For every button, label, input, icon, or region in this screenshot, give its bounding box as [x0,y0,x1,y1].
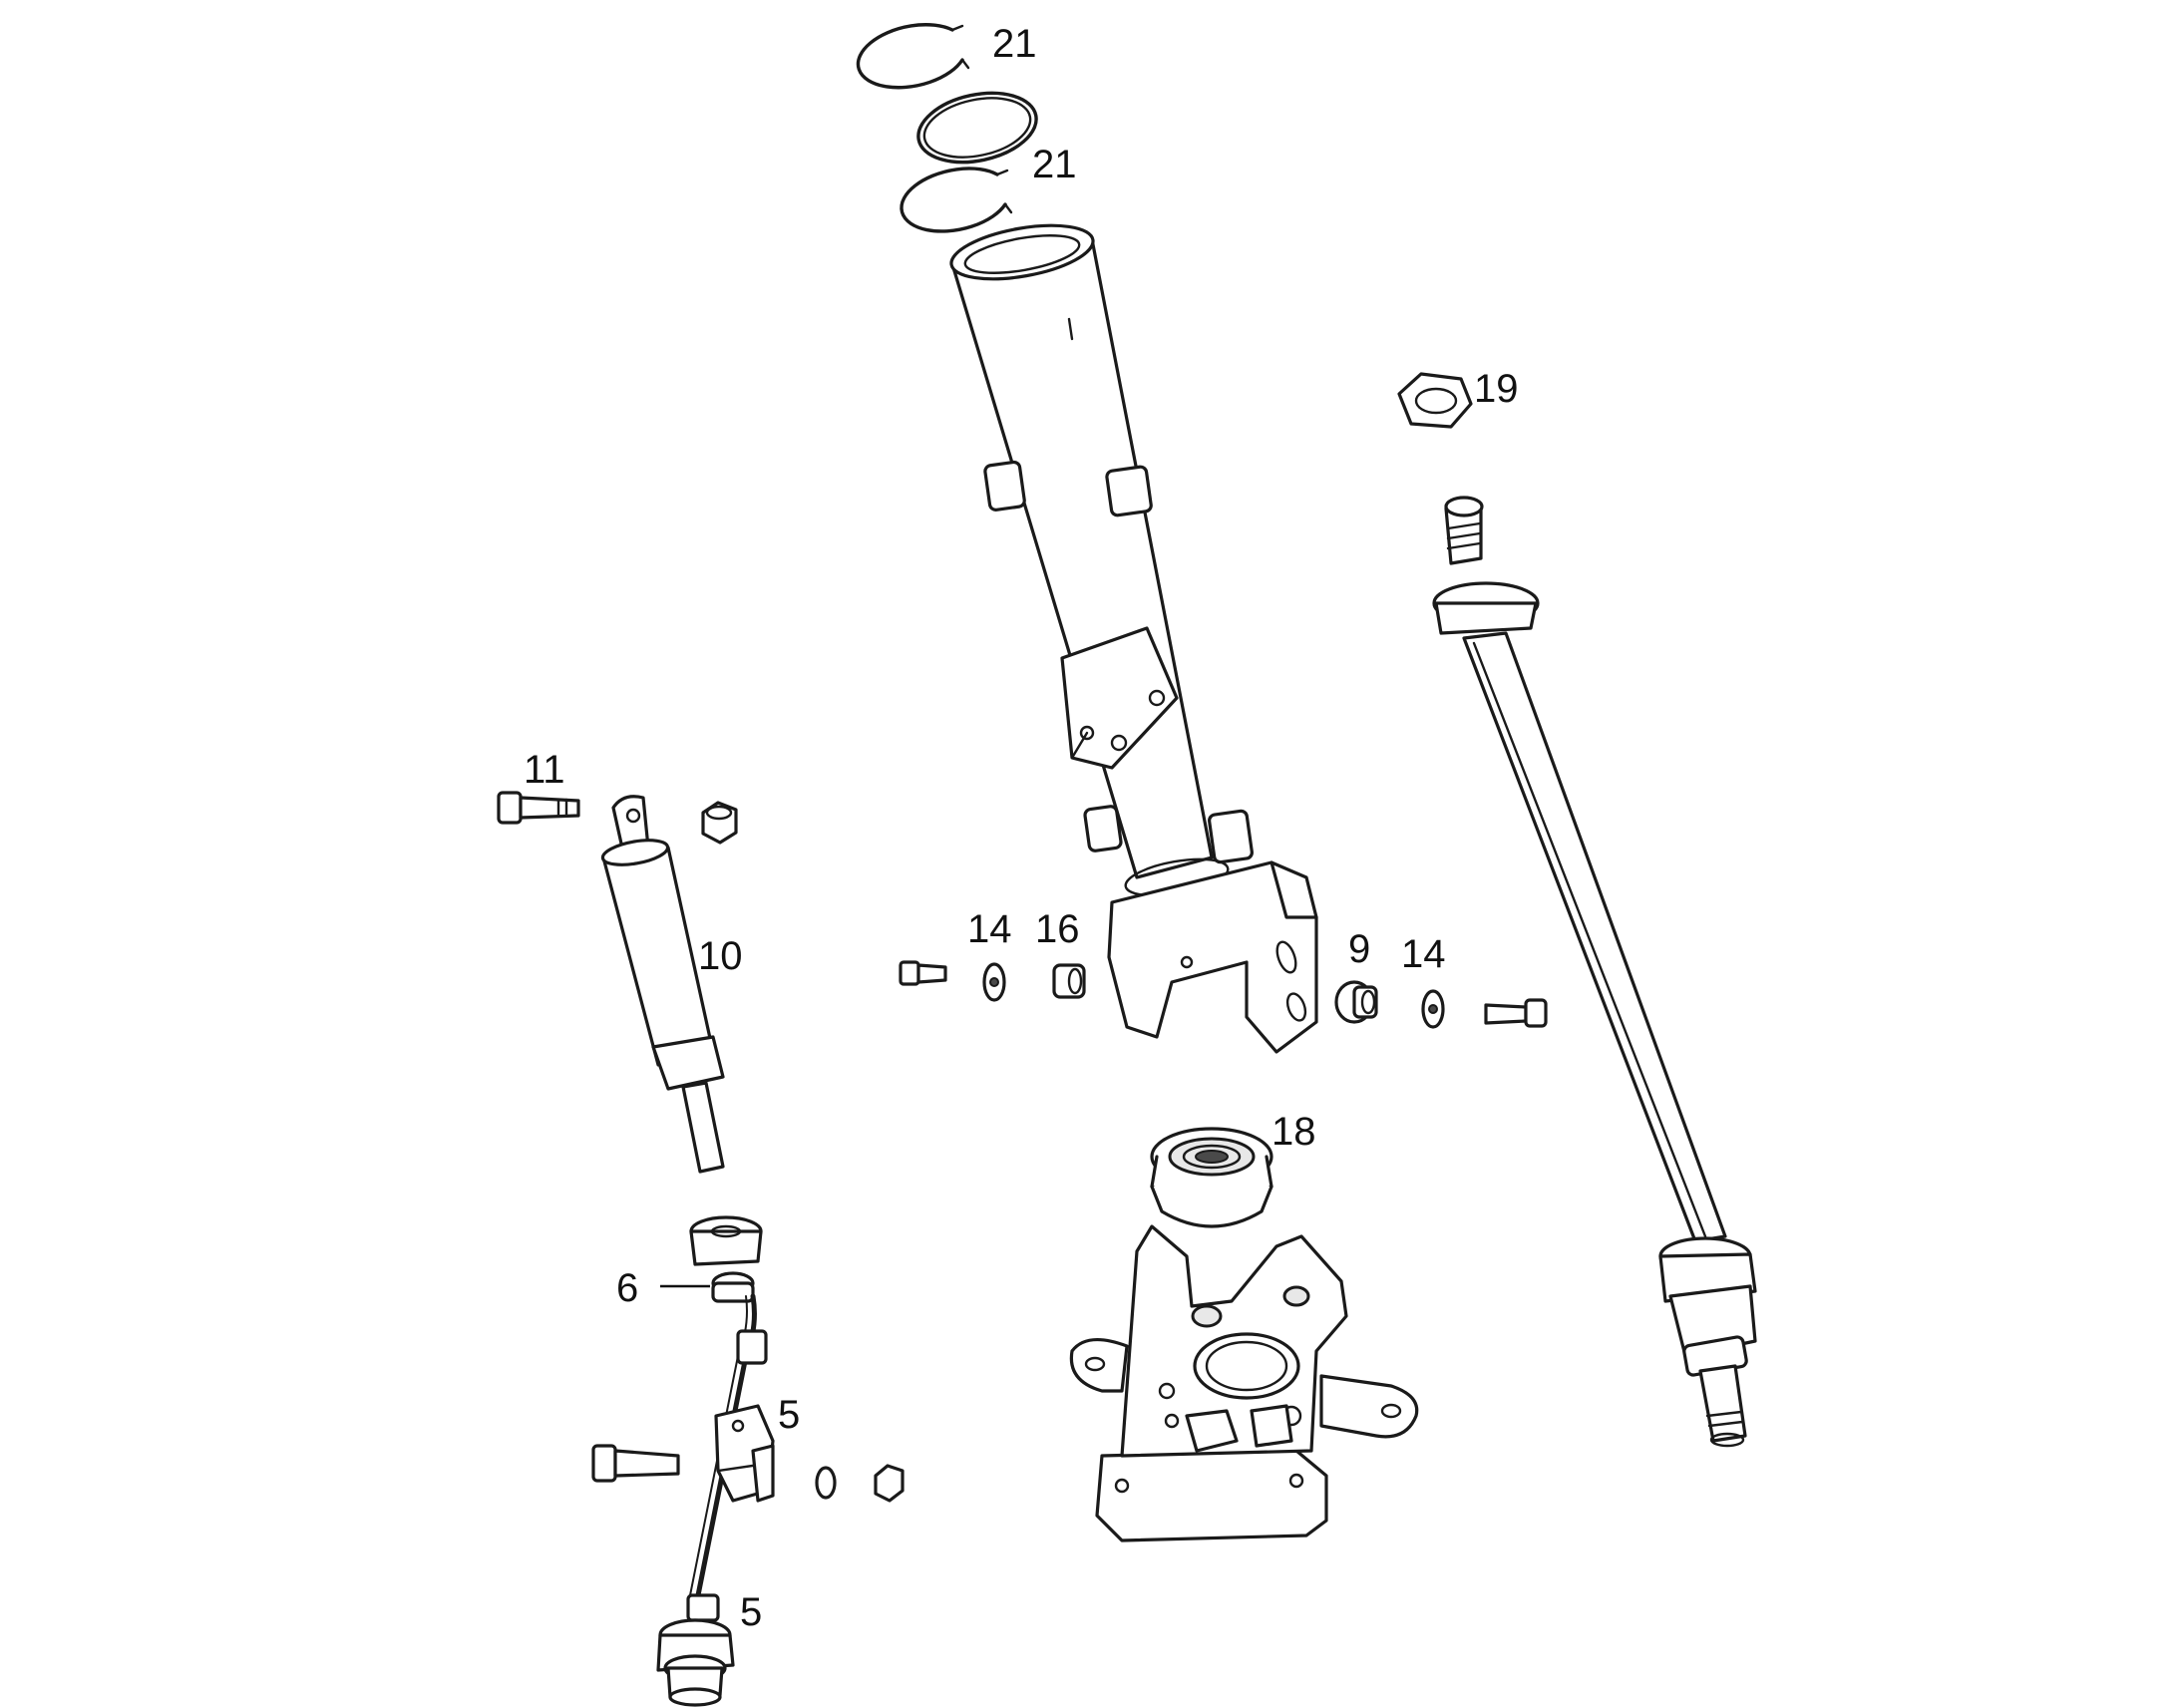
callout-6: 6 [616,1266,638,1310]
bolt-lower [591,1444,680,1483]
callout-10: 10 [698,934,743,978]
callout-5-knob: 5 [740,1590,762,1634]
bushing-16 [1052,963,1086,999]
callout-21-lower: 21 [1032,143,1077,186]
bushing-9 [1334,980,1378,1024]
callout-19: 19 [1474,367,1519,411]
mounting-base-bracket [1069,1224,1419,1542]
washer-14-left [982,962,1006,1002]
lock-nut [701,801,738,845]
callout-9: 9 [1348,927,1370,971]
callout-18: 18 [1272,1110,1316,1154]
steering-shaft [1432,496,1757,1448]
spacer-ring [916,91,1038,165]
gas-spring-10 [600,795,725,1174]
callout-14-right: 14 [1401,932,1446,976]
washer-lower [815,1466,837,1500]
bolt-11 [497,791,580,825]
snap-ring-top [856,23,970,90]
nut-lower [874,1464,905,1503]
callout-5-clamp: 5 [778,1393,800,1437]
callout-14-left: 14 [967,907,1012,951]
callout-21-top: 21 [992,22,1037,66]
washer-14-right [1421,989,1445,1029]
switch-knob-5 [656,1593,735,1707]
callout-11: 11 [524,748,565,792]
bolt-right-bracket [1484,998,1548,1028]
clamp-5 [714,1404,775,1503]
spacer-bushing [689,1215,763,1266]
hex-nut-19 [1397,372,1473,429]
snap-ring-lower [900,167,1013,233]
rubber-boot-18 [1150,1127,1273,1228]
callout-16: 16 [1035,907,1080,951]
bolt-left-bracket [899,960,947,986]
steering-column-tube [949,223,1318,1054]
clip-6 [711,1271,755,1303]
